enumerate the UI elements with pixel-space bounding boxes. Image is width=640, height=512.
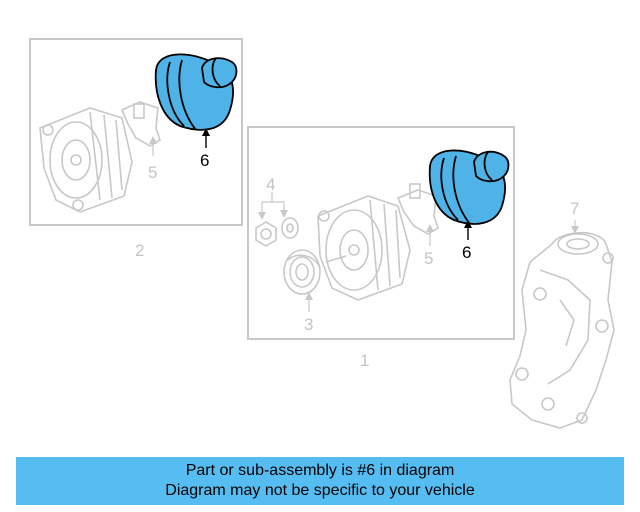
pulley [283, 249, 321, 295]
arrow-4b [280, 210, 288, 218]
arrow-6-upper [202, 128, 210, 136]
mounting-bracket [509, 232, 615, 429]
arrow-6-lower [464, 220, 472, 228]
regulator-bracket-left [120, 101, 161, 147]
alternator-left [39, 107, 133, 213]
arrow-4a [258, 212, 266, 220]
group-box-2 [29, 38, 243, 226]
callout-6-lower: 6 [462, 243, 471, 262]
regulator-bracket-center [396, 183, 439, 235]
arrow-5-center [426, 224, 434, 232]
arrow-3 [305, 292, 313, 300]
callout-1: 1 [360, 351, 369, 370]
info-banner: Part or sub-assembly is #6 in diagram Di… [16, 457, 624, 505]
callout-4: 4 [266, 175, 275, 194]
part-6-upper [154, 53, 238, 131]
arrow-7 [571, 226, 579, 234]
callout-7: 7 [570, 199, 579, 218]
callout-5-upper: 5 [148, 163, 157, 182]
banner-line-1: Part or sub-assembly is #6 in diagram [185, 462, 455, 479]
alternator-center [317, 195, 411, 301]
arrow-5-left [149, 136, 157, 144]
callout-2: 2 [135, 241, 144, 260]
banner-line-2: Diagram may not be specific to your vehi… [165, 482, 475, 499]
callout-6-upper: 6 [200, 151, 209, 170]
callout-5-lower: 5 [424, 249, 433, 268]
part-6-lower [428, 149, 510, 225]
group-box-1 [247, 126, 515, 340]
callout-3: 3 [304, 315, 313, 334]
nut-washer [255, 217, 299, 247]
